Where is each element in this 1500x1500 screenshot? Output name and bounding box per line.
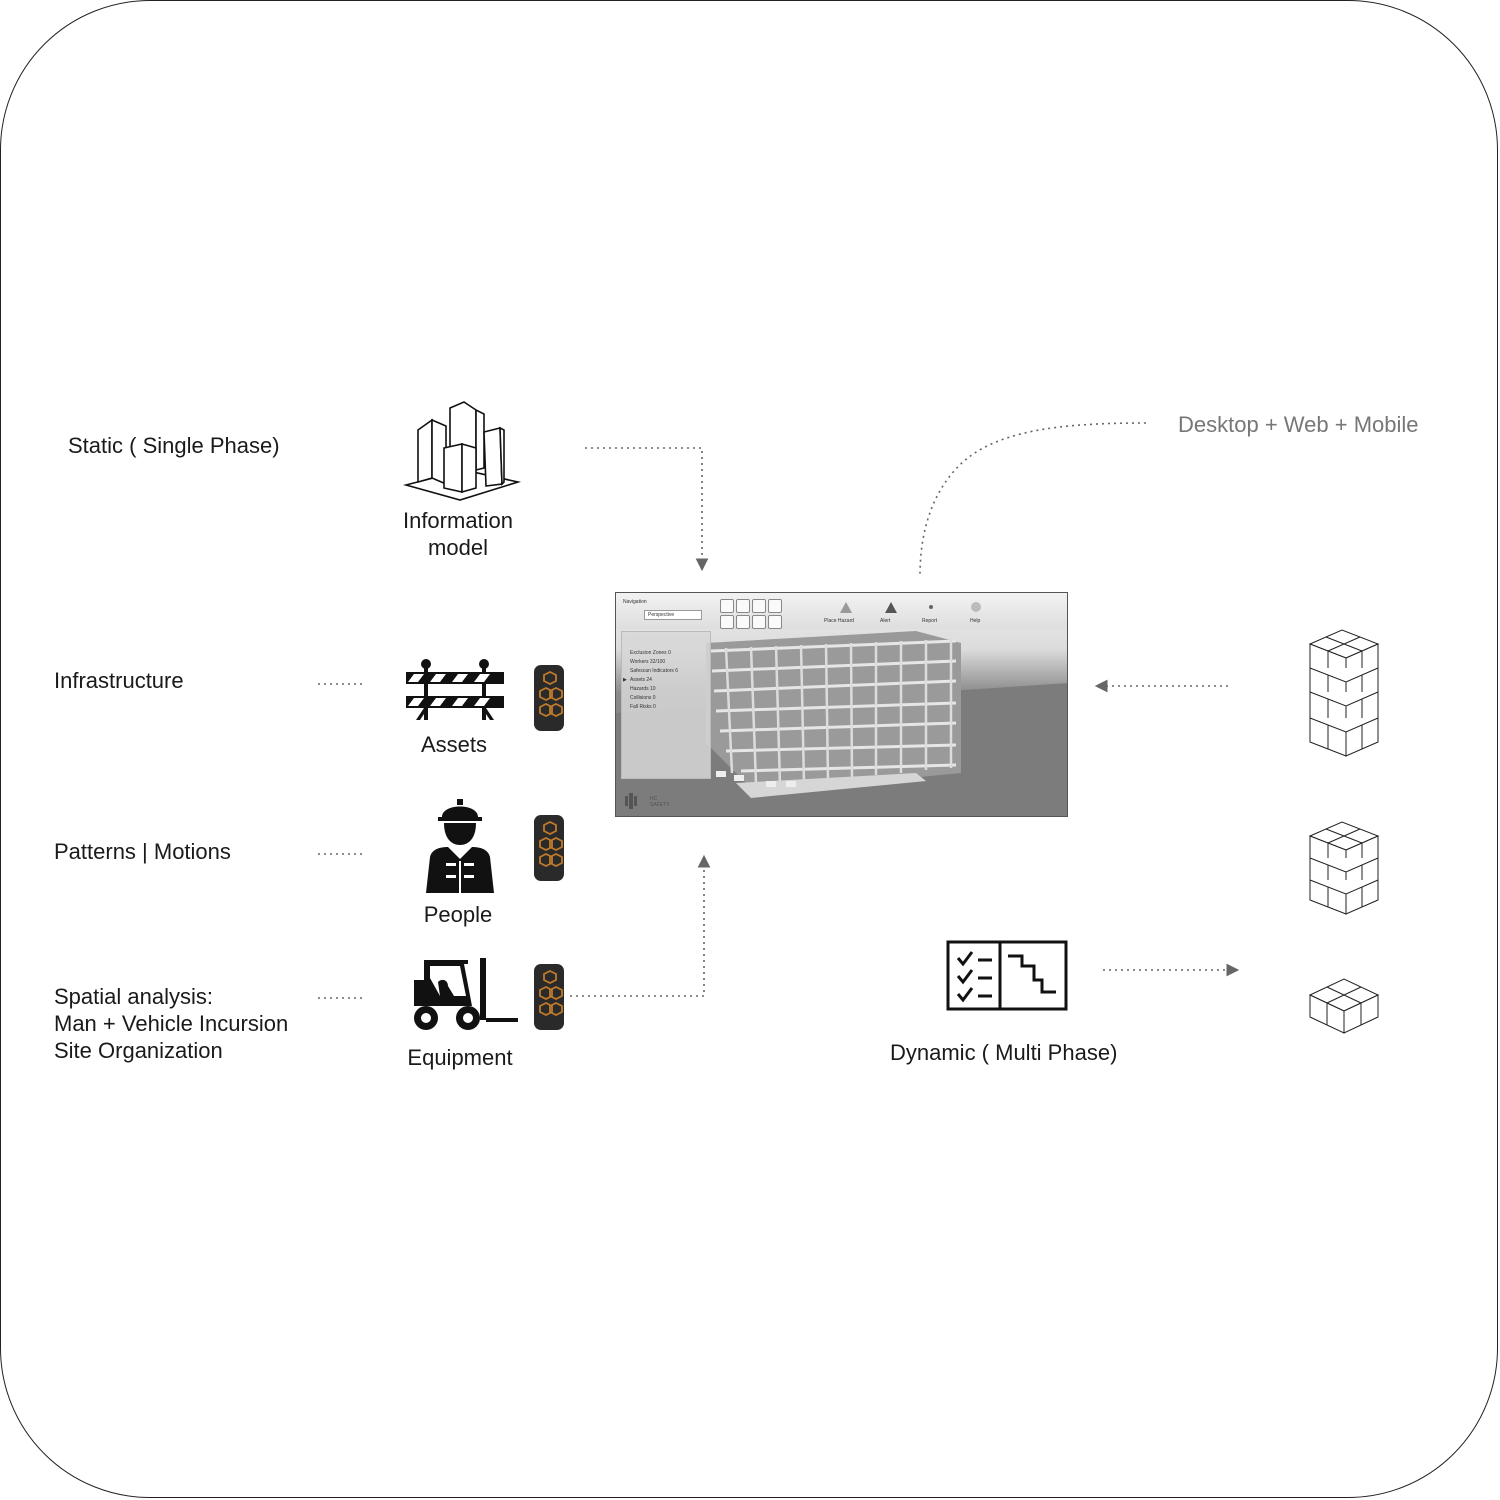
equipment-label: Equipment (407, 1045, 513, 1070)
spatial-label-1: Spatial analysis: (54, 984, 213, 1009)
sidebar-item[interactable]: Hazards 10 (630, 686, 656, 692)
view-mode-select[interactable]: Perspective (644, 610, 702, 620)
assets-label: Assets (420, 732, 488, 757)
report-action[interactable]: Report (922, 618, 938, 624)
info-model-connector (585, 447, 709, 572)
spatial-label-2: Man + Vehicle Incursion (54, 1011, 289, 1036)
spatial-label-3: Site Organization (54, 1038, 223, 1063)
platforms-label: Desktop + Web + Mobile (1178, 412, 1419, 437)
tool-button[interactable] (768, 599, 782, 613)
sidebar-item[interactable]: Fall Risks 0 (630, 704, 656, 710)
voxel-stack-icon (1308, 821, 1380, 915)
forklift-icon (414, 958, 518, 1030)
barricade-icon (406, 659, 504, 720)
equipment-connector (570, 854, 711, 997)
help-action[interactable]: Help (970, 618, 981, 624)
brand-line-1: HC (650, 796, 658, 802)
platforms-connector (919, 422, 1147, 576)
dynamic-label: Dynamic ( Multi Phase) (890, 1040, 1118, 1065)
sidebar-item[interactable]: Exclusion Zones 0 (630, 650, 671, 656)
information-model-label-2: model (428, 535, 488, 560)
expand-arrow-icon[interactable]: ▶ (623, 677, 627, 683)
patterns-label: Patterns | Motions (54, 839, 231, 864)
app-screenshot[interactable]: Navigation Perspective Place Hazard Aler… (615, 592, 1068, 817)
worker-icon (426, 799, 494, 893)
view-mode-value: Perspective (648, 612, 675, 618)
voxel-stack-icon (1308, 978, 1380, 1034)
brand-line-2: SAFETY (650, 802, 670, 808)
action-icons (840, 602, 981, 613)
schedule-chart-icon (946, 940, 1068, 1011)
voxel-stack-icon (1308, 629, 1380, 757)
tool-button[interactable] (752, 615, 766, 629)
sidebar-item[interactable]: Collisions 0 (630, 695, 656, 701)
tool-button[interactable] (752, 599, 766, 613)
buildings-icon (402, 401, 522, 501)
static-label: Static ( Single Phase) (68, 433, 280, 458)
navigation-label: Navigation (623, 599, 647, 605)
hc-safety-logo-icon (625, 793, 637, 809)
alert-action[interactable]: Alert (880, 618, 891, 624)
tool-button[interactable] (768, 615, 782, 629)
sidebar-item[interactable]: Safescan Indicators 6 (630, 668, 679, 674)
tool-button[interactable] (736, 599, 750, 613)
tracker-tag-details (539, 670, 563, 1017)
tool-button[interactable] (720, 615, 734, 629)
sidebar-item[interactable]: Assets 24 (630, 677, 652, 683)
infrastructure-label: Infrastructure (54, 668, 184, 693)
sidebar-item[interactable]: Workers 32/100 (630, 659, 666, 665)
tool-button[interactable] (736, 615, 750, 629)
app-sidebar (621, 631, 711, 779)
tool-button[interactable] (720, 599, 734, 613)
place-hazard-action[interactable]: Place Hazard (824, 618, 855, 624)
building-3d-view (616, 631, 1067, 816)
information-model-label-1: Information (402, 508, 514, 533)
people-label: People (423, 902, 493, 927)
